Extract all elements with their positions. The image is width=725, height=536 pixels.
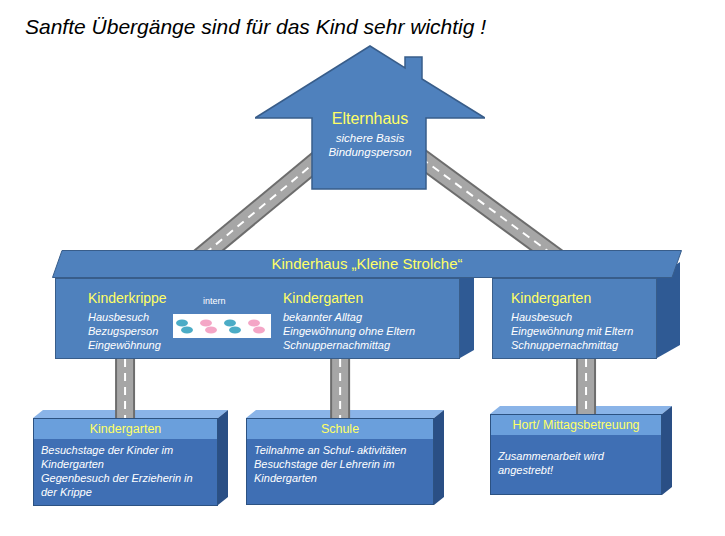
body-text: sichere Basis: [312, 131, 428, 145]
heading-text: Hort/ Mittagsbetreuung: [491, 415, 661, 435]
road-connector: [410, 150, 562, 261]
body-text: Eingewöhnung ohne Eltern: [283, 324, 455, 338]
body-text: Bindungsperson: [312, 145, 428, 159]
heading-text: Kindergarten: [511, 290, 650, 307]
body-text: Teilnahme an Schul- aktivitäten: [247, 443, 433, 457]
body-text: Besuchstage der Lehrerin im Kindergarten: [247, 457, 433, 485]
box-side: [218, 410, 228, 505]
heading-text: Kinderhaus „Kleine Strolche“: [52, 250, 682, 278]
box-side: [460, 266, 474, 358]
road-connector: [125, 359, 126, 418]
heading-text: Kindergarten: [34, 419, 217, 439]
body-text: Hausbesuch: [511, 310, 650, 324]
road-connector: [196, 150, 330, 261]
house-node: Elternhaus sichere BasisBindungsperson: [255, 45, 485, 190]
road-connector: [340, 359, 341, 418]
facility-box: KindergartenHausbesuchEingewöhnung mit E…: [492, 278, 657, 359]
transition-box: Hort/ MittagsbetreuungZusammenarbeit wir…: [490, 414, 662, 495]
heading-text: Elternhaus: [312, 109, 428, 129]
transition-box: KindergartenBesuchstage der Kinder im Ki…: [33, 418, 218, 506]
body-text: Eingewöhnung mit Eltern: [511, 324, 650, 338]
diagram-title: Sanfte Übergänge sind für das Kind sehr …: [25, 14, 486, 40]
road-connector: [586, 359, 587, 414]
box-side: [434, 410, 444, 505]
body-text: Schnuppernachmittag: [283, 338, 455, 352]
note-label: intern: [203, 296, 226, 307]
body-text: Zusammenarbeit wird angestrebt!: [491, 449, 661, 477]
heading-text: Kinderkrippe: [88, 290, 283, 307]
heading-text: Kindergarten: [283, 290, 455, 307]
column: Kindergarten bekannter AlltagEingewöhnung…: [283, 290, 455, 352]
body-text: Schnuppernachmittag: [511, 338, 650, 352]
heading-text: Schule: [247, 419, 433, 439]
box-side: [662, 406, 672, 495]
body-text: Gegenbesuch der Erzieherin in der Krippe: [34, 471, 217, 499]
body-text: bekannter Alltag: [283, 310, 455, 324]
transition-box: SchuleTeilnahme an Schul- aktivitätenBes…: [246, 418, 434, 505]
footprints: [173, 314, 271, 338]
body-text: Eingewöhnung: [88, 338, 283, 352]
band-node: Kinderhaus „Kleine Strolche“: [52, 250, 682, 278]
body-text: Besuchstage der Kinder im Kindergarten: [34, 443, 217, 471]
